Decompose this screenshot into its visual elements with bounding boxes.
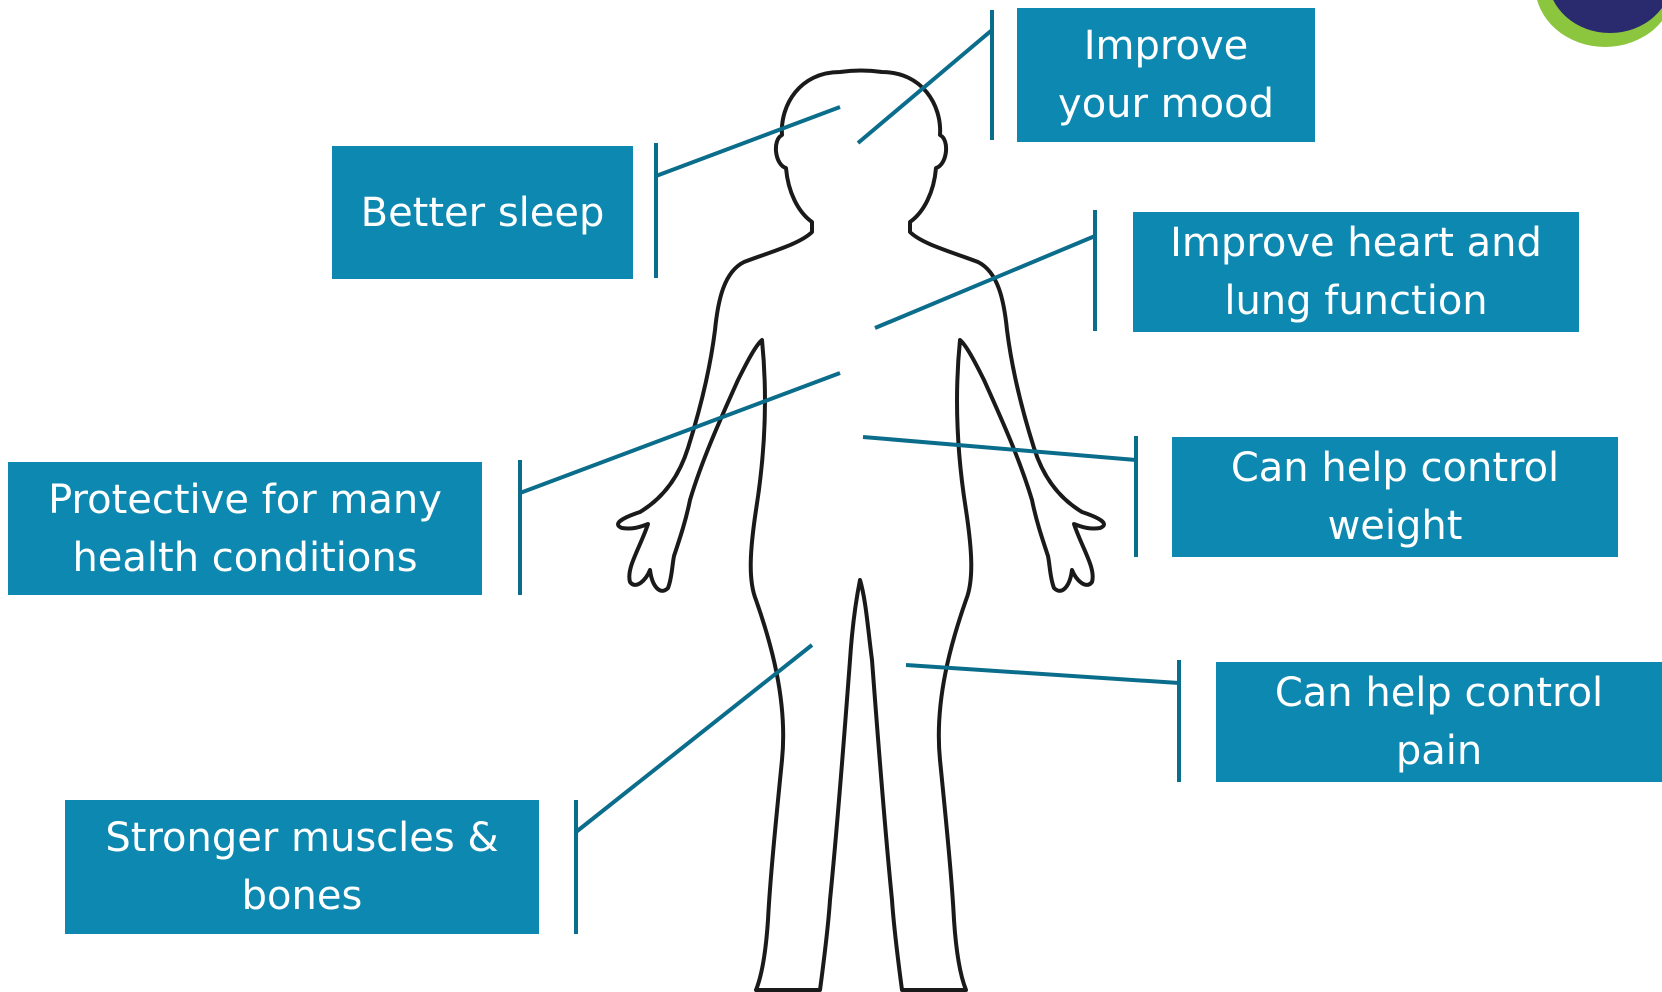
label-control-weight-line2: weight — [1231, 497, 1559, 555]
label-protective-line1: Protective for many — [48, 471, 442, 529]
label-muscles-bones-line2: bones — [105, 867, 498, 925]
leader-mood-diagonal — [858, 30, 992, 143]
label-heart-lung: Improve heart and lung function — [1133, 212, 1579, 332]
label-heart-lung-line1: Improve heart and — [1170, 214, 1542, 272]
label-protective: Protective for many health conditions — [8, 462, 482, 595]
label-control-pain-line2: pain — [1275, 722, 1603, 780]
label-better-sleep-text: Better sleep — [361, 184, 605, 242]
label-improve-mood-line1: Improve — [1058, 17, 1274, 75]
corner-logo — [1535, 0, 1662, 47]
label-control-pain-line1: Can help control — [1275, 664, 1603, 722]
label-control-weight: Can help control weight — [1172, 437, 1618, 557]
leader-weight-horizontal — [863, 437, 1136, 460]
leader-sleep-diagonal — [656, 107, 840, 176]
label-heart-lung-line2: lung function — [1170, 272, 1542, 330]
label-improve-mood: Improve your mood — [1017, 8, 1315, 142]
human-body-outline — [618, 71, 1104, 991]
leader-heart-diagonal — [875, 236, 1095, 328]
label-protective-line2: health conditions — [48, 529, 442, 587]
label-control-pain: Can help control pain — [1216, 662, 1662, 782]
label-better-sleep: Better sleep — [332, 146, 633, 279]
label-control-weight-line1: Can help control — [1231, 439, 1559, 497]
leader-protective-diagonal — [520, 373, 840, 493]
label-improve-mood-line2: your mood — [1058, 75, 1274, 133]
label-muscles-bones-line1: Stronger muscles & — [105, 809, 498, 867]
label-muscles-bones: Stronger muscles & bones — [65, 800, 539, 934]
